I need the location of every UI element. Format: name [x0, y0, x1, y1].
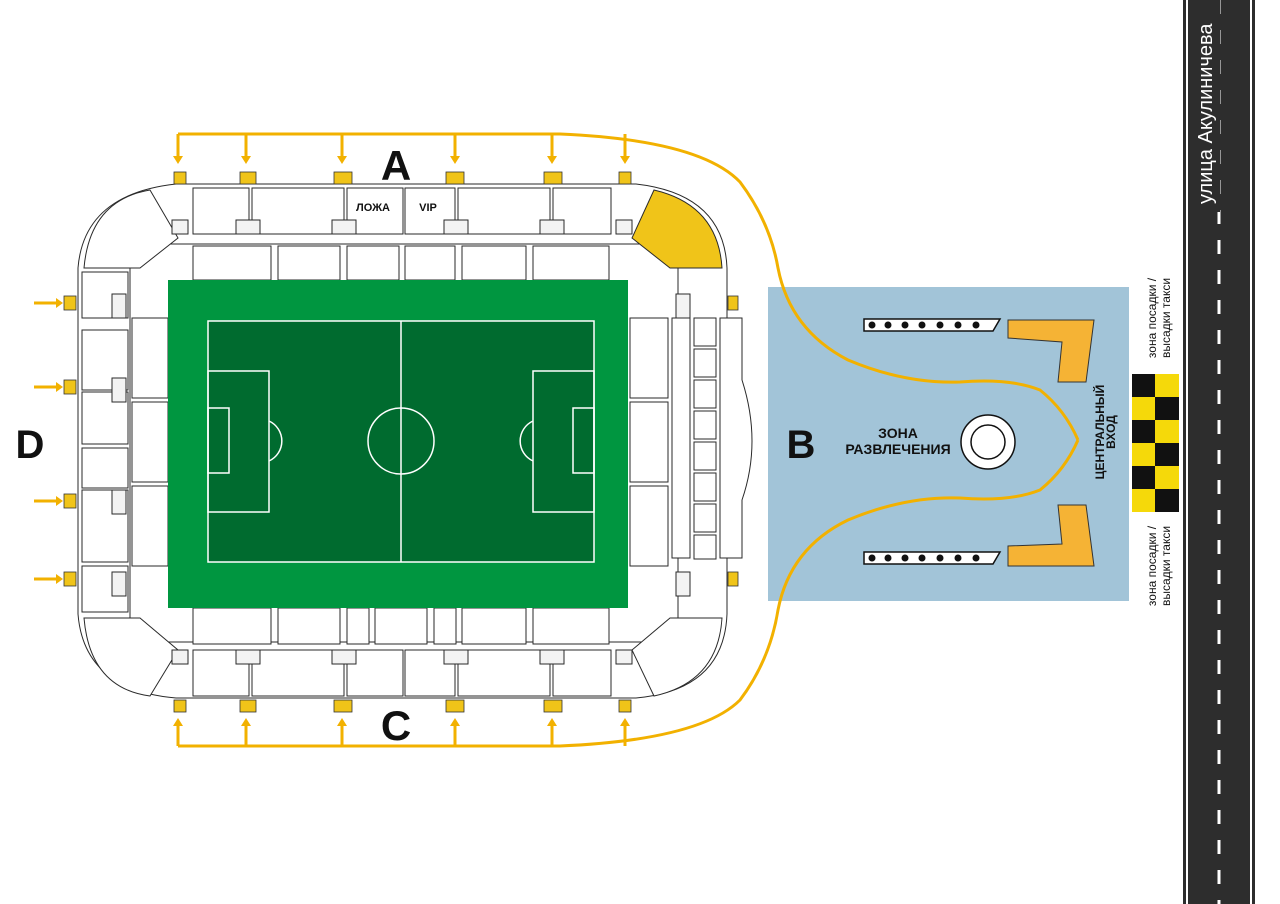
taxi-zone-icon: [1132, 374, 1179, 512]
vip-label: VIP: [419, 202, 437, 214]
road: улица Акулиничева: [1183, 0, 1255, 904]
entrance-shape-bottom: [1007, 504, 1095, 567]
route-arrows: [56, 156, 630, 726]
taxi-zone-label-top: зона посадки / высадки такси: [1145, 277, 1173, 358]
taxi-zone-label-bottom: зона посадки / высадки такси: [1145, 525, 1173, 606]
svg-text:высадки такси: высадки такси: [1159, 526, 1173, 606]
entrance-shape-top: [1007, 319, 1095, 383]
football-pitch: [168, 280, 628, 608]
bench-row-top: [863, 318, 1002, 332]
entrance-shapes: [1007, 319, 1095, 567]
gates: [63, 171, 739, 713]
svg-text:зона посадки /: зона посадки /: [1145, 525, 1159, 606]
svg-text:высадки такси: высадки такси: [1159, 278, 1173, 358]
route-paths: [34, 132, 1080, 748]
bench-row-bottom: [863, 551, 1002, 565]
entertainment-zone-label-line2: РАЗВЛЕЧЕНИЯ: [845, 441, 950, 457]
svg-text:ВХОД: ВХОД: [1104, 415, 1118, 449]
fountain-icon: [960, 414, 1016, 470]
sector-label-c: C: [381, 702, 411, 749]
sector-label-b: B: [787, 423, 816, 467]
sector-label-d: D: [16, 423, 45, 467]
svg-text:зона посадки /: зона посадки /: [1145, 277, 1159, 358]
entertainment-zone-label-line1: ЗОНА: [878, 425, 918, 441]
central-entrance-label: ЦЕНТРАЛЬНЫЙ ВХОД: [1092, 385, 1118, 480]
svg-text:ЦЕНТРАЛЬНЫЙ: ЦЕНТРАЛЬНЫЙ: [1092, 385, 1107, 480]
street-label: улица Акулиничева: [1195, 23, 1217, 204]
loge-label: ЛОЖА: [356, 202, 390, 214]
sector-label-a: A: [381, 142, 411, 189]
